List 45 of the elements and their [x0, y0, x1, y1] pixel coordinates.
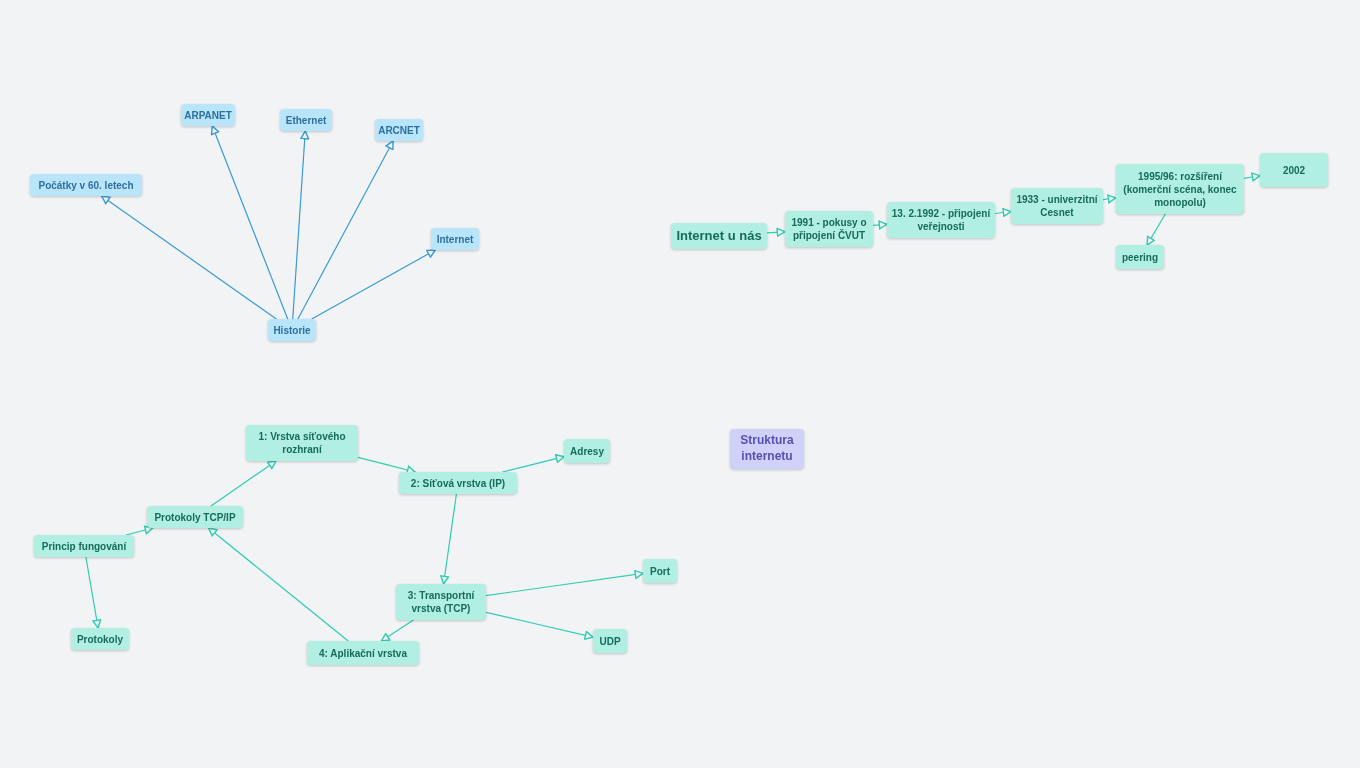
topic-box: 1933 - univerzitní Cesnet: [1011, 188, 1103, 224]
arrow: [440, 493, 458, 585]
arrow: [380, 619, 415, 642]
topic-box: Protokoly TCP/IP: [147, 506, 243, 528]
arrow: [125, 525, 154, 536]
topic-box: 13. 2.1992 - připojení veřejnosti: [887, 202, 995, 238]
topic-box: 1995/96: rozšíření (komerční scéna, konec monopolu): [1116, 164, 1244, 214]
arrow: [872, 220, 888, 230]
topic-box: UDP: [593, 629, 627, 653]
arrow: [1243, 172, 1261, 182]
arrow: [766, 227, 786, 237]
arrow: [1102, 194, 1117, 204]
arrow: [485, 611, 594, 640]
topic-box: Internet: [431, 228, 479, 250]
topic-box: ARCNET: [375, 119, 423, 141]
arrow: [207, 527, 349, 642]
central-topic: Struktura internetu: [730, 429, 804, 469]
topic-box: peering: [1116, 245, 1164, 269]
arrow: [100, 195, 277, 320]
topic-box: Ethernet: [280, 109, 332, 131]
topic-box: Internet u nás: [671, 223, 767, 249]
arrow: [297, 140, 394, 320]
topic-box: Protokoly: [71, 628, 129, 650]
topic-box: 1991 - pokusy o připojení ČVUT: [785, 211, 873, 247]
topic-box: Adresy: [564, 439, 610, 463]
topic-box: Princip fungování: [34, 535, 134, 557]
arrow: [485, 569, 644, 597]
topic-box: 1: Vrstva síťového rozhraní: [246, 425, 358, 461]
topic-box: 4: Aplikační vrstva: [307, 641, 419, 665]
arrow: [292, 130, 310, 320]
arrow: [210, 125, 289, 320]
topic-box: 2002: [1260, 153, 1328, 187]
topic-box: Historie: [268, 319, 316, 341]
arrow: [85, 556, 102, 629]
arrow: [210, 460, 277, 507]
arrow: [1146, 213, 1166, 246]
topic-box: Počátky v 60. letech: [30, 174, 142, 196]
arrow: [501, 454, 565, 473]
topic-box: 2: Síťová vrstva (IP): [399, 472, 517, 494]
topic-box: Port: [643, 559, 677, 583]
topic-box: 3: Transportní vrstva (TCP): [396, 584, 486, 620]
arrow: [994, 207, 1012, 217]
arrow: [311, 249, 436, 320]
arrow: [357, 456, 416, 475]
topic-box: ARPANET: [181, 104, 235, 126]
